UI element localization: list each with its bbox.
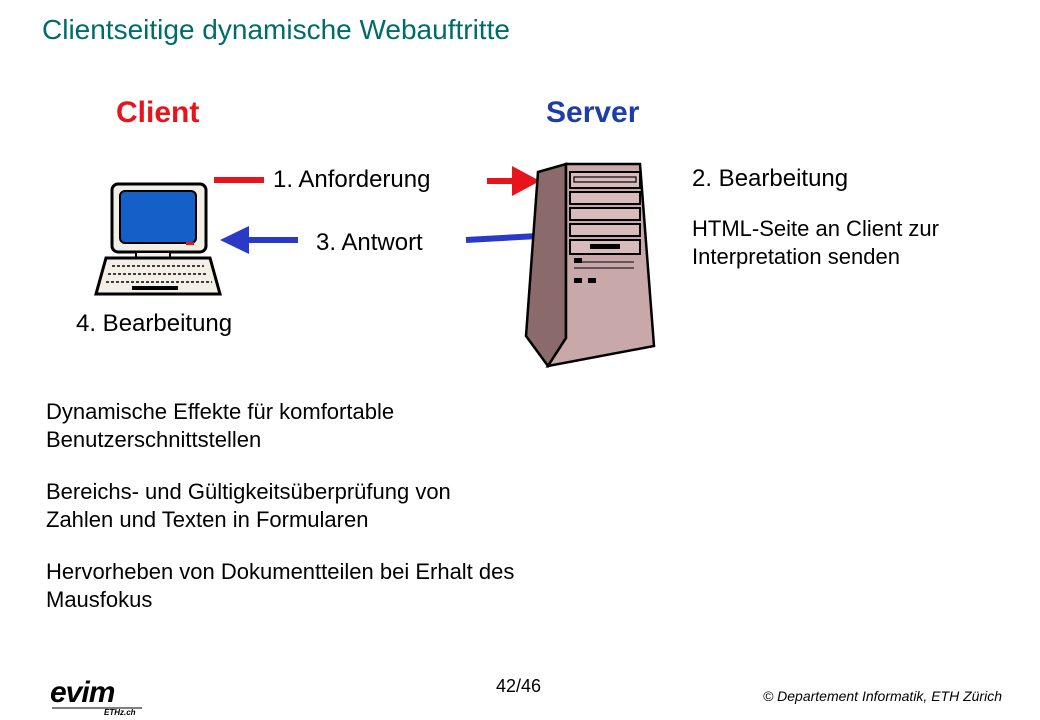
- step-server-processing-label: 2. Bearbeitung: [692, 165, 849, 192]
- step-request-label: 1. Anforderung: [273, 166, 431, 193]
- tower-server-icon: [524, 162, 656, 369]
- evim-logo: evim ETHz.ch: [50, 676, 142, 716]
- server-heading: Server: [546, 96, 640, 129]
- step-response-label: 3. Antwort: [316, 229, 423, 256]
- copyright-notice: © Departement Informatik, ETH Zürich: [762, 688, 1002, 704]
- svg-text:ETHz.ch: ETHz.ch: [104, 708, 136, 716]
- step-client-processing-label: 4. Bearbeitung: [76, 310, 233, 337]
- client-benefit-item: Bereichs- und Gültigkeitsüberprüfung von…: [46, 479, 451, 532]
- slide-title: Clientseitige dynamische Webauftritte: [42, 14, 510, 45]
- client-heading: Client: [116, 96, 200, 129]
- client-benefit-item: Dynamische Effekte für komfortable Benut…: [46, 399, 395, 452]
- request-arrow: [214, 166, 540, 196]
- desktop-computer-icon: [94, 182, 222, 296]
- client-benefit-item: Hervorheben von Dokumentteilen bei Erhal…: [46, 559, 515, 612]
- response-arrow: [220, 226, 539, 254]
- page-number: 42/46: [496, 676, 542, 696]
- svg-text:evim: evim: [50, 676, 115, 709]
- server-description: HTML-Seite an Client zur Interpretation …: [692, 216, 939, 269]
